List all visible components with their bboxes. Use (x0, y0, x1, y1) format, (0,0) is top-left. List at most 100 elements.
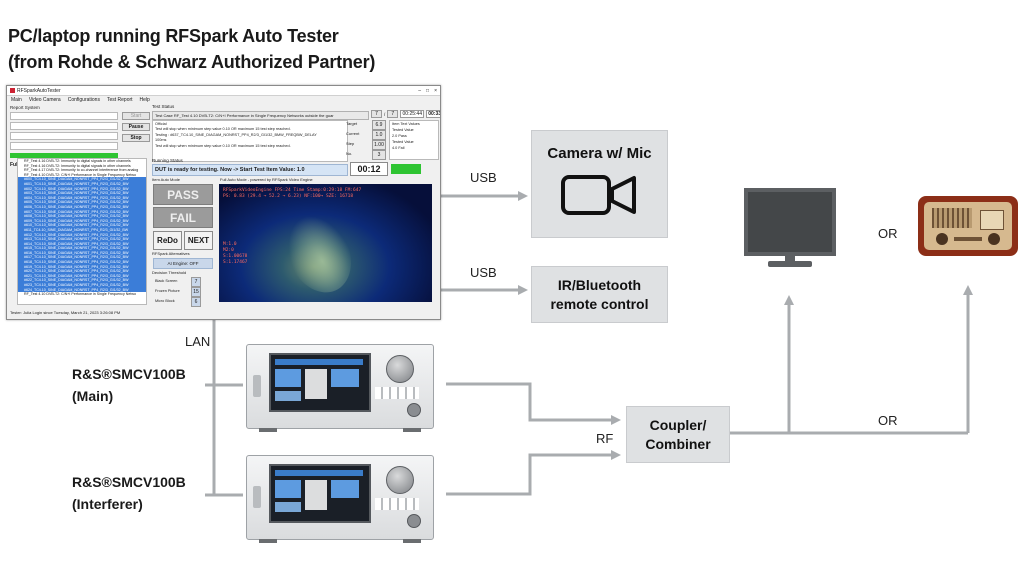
status-log: Official Test will stop when minimum ste… (152, 120, 348, 162)
instrument-screen (269, 353, 371, 412)
coupler-box: Coupler/ Combiner (626, 406, 730, 463)
or-output-label: OR (878, 413, 898, 428)
tree-row[interactable]: #601_TC4.10_SINE_DIAGAM_NONRST_PP4_R2/3_… (18, 181, 146, 187)
tree-row[interactable]: #612_TC4.10_SINE_DIAGAM_NONRST_PP4_R2/3_… (18, 232, 146, 238)
usb-remote-label: USB (470, 265, 497, 280)
item-values-box: Item Text Values Tested Value 2.0 Pass T… (389, 120, 439, 160)
tree-row[interactable]: RF_Test 4.10 DVB-T2: C/N+I Performance i… (24, 292, 136, 297)
report-field-2[interactable] (10, 122, 118, 130)
rf-main-wire (446, 382, 621, 425)
video-stat: M2:0 (223, 248, 234, 253)
tree-row[interactable]: #616_TC4.10_SINE_DIAGAM_NONRST_PP4_R2/3_… (18, 250, 146, 256)
tree-row[interactable]: #610_TC4.10_SINE_DIAGAM_NONRST_PP4_R2/3_… (18, 223, 146, 228)
menu-main[interactable]: Main (11, 96, 22, 103)
tree-row[interactable]: #617_TC4.10_SINE_DIAGAM_NONRST_PP4_R2/3_… (18, 255, 146, 261)
report-field-4[interactable] (10, 142, 118, 150)
item-value-line: 2.0 Pass (392, 134, 407, 138)
remote-box: IR/Bluetooth remote control (531, 266, 668, 323)
tree-row[interactable]: #607_TC4.10_SINE_DIAGAM_NONRST_PP4_R2/3_… (18, 209, 146, 215)
maximize-icon[interactable]: □ (426, 87, 430, 94)
tree-row[interactable]: #621_TC4.10_SINE_DIAGAM_NONRST_PP4_R2/3_… (18, 273, 146, 279)
fail-button[interactable]: FAIL (153, 207, 213, 228)
decision-row-value[interactable]: 7 (191, 277, 201, 287)
counter-total: 7 (387, 110, 399, 118)
counter-separator: / (384, 111, 386, 117)
start-button[interactable]: Start (122, 112, 150, 120)
tree-row[interactable]: #611_TC4.10_SINE_DIAGAM_NONRST_PP4_R2/3_… (18, 227, 146, 233)
tree-row[interactable]: #614_TC4.10_SINE_DIAGAM_NONRST_PP4_R2/3_… (18, 241, 146, 247)
tree-row[interactable]: #615_TC4.10_SINE_DIAGAM_NONRST_PP4_R2/3_… (18, 246, 146, 251)
rotary-knob (386, 355, 414, 383)
monitor-icon (744, 188, 836, 273)
test-status-label: Test Status (152, 104, 175, 109)
video-label: Full Auto Mode - powered by RFSpark Vide… (220, 177, 313, 182)
status-line: 100ms (155, 138, 167, 143)
status-line: Test will stop when minimum step value 0… (155, 143, 291, 148)
tree-row[interactable]: #606_TC4.10_SINE_DIAGAM_NONRST_PP4_R2/3_… (18, 204, 146, 210)
no-label: No. (346, 151, 353, 156)
report-field-1[interactable] (10, 112, 118, 120)
status-line: Official (155, 122, 167, 126)
rotary-knob (386, 466, 414, 494)
tree-row[interactable]: #623_TC4.10_SINE_DIAGAM_NONRST_PP4_R2/3_… (18, 283, 146, 288)
minimize-icon[interactable]: – (418, 87, 422, 94)
remote-label-2: remote control (550, 295, 649, 312)
target-value: 6.9 (372, 120, 386, 130)
current-value: 1.0 (372, 130, 386, 140)
alternatives-label: RFSpark Alternatives (152, 251, 190, 256)
main-instrument-role: (Main) (72, 388, 114, 404)
test-case-field: Test Case RF_Test 4.10 DVB-T2: C/N+I Per… (152, 111, 369, 120)
item-value-line: Item Text Values (392, 122, 420, 126)
tree-row[interactable]: #602_TC4.10_SINE_DIAGAM_NONRST_PP4_R2/3_… (18, 186, 146, 192)
title-line-2: (from Rohde & Schwarz Authorized Partner… (8, 52, 376, 72)
stop-button[interactable]: Stop (122, 134, 150, 142)
tree-row[interactable]: #619_TC4.10_SINE_DIAGAM_NONRST_PP4_R2/3_… (18, 264, 146, 270)
tree-row[interactable]: #618_TC4.10_SINE_DIAGAM_NONRST_PP4_R2/3_… (18, 260, 146, 265)
next-button[interactable]: NEXT (184, 231, 213, 250)
running-status-label: Running Status (152, 158, 183, 163)
tree-row[interactable]: RF_Test 4.17 DVB-T2: Immunity to co-chan… (24, 168, 139, 173)
pause-button[interactable]: Pause (122, 123, 150, 131)
status-footer: Tester: Julia Login since Tuesday, March… (10, 310, 121, 315)
close-icon[interactable]: × (434, 87, 437, 94)
usb-camera-label: USB (470, 170, 497, 185)
tree-row[interactable]: #605_TC4.10_SINE_DIAGAM_NONRST_PP4_R2/3_… (18, 200, 146, 205)
video-preview: RFSparkVideoEngine FPS:24 Time Stamp:0:2… (219, 184, 432, 302)
menu-video-camera[interactable]: Video Camera (28, 96, 61, 103)
tree-row[interactable]: #604_TC4.10_SINE_DIAGAM_NONRST_PP4_R2/3_… (18, 195, 146, 201)
tree-row[interactable]: #622_TC4.10_SINE_DIAGAM_NONRST_PP4_R2/3_… (18, 278, 146, 284)
video-stat: M:1.0 (223, 242, 237, 247)
pass-button[interactable]: PASS (153, 184, 213, 205)
tree-row[interactable]: #620_TC4.10_SINE_DIAGAM_NONRST_PP4_R2/3_… (18, 269, 146, 274)
tree-row[interactable]: #613_TC4.10_SINE_DIAGAM_NONRST_PP4_R2/3_… (18, 237, 146, 242)
or-display-label: OR (878, 226, 898, 241)
report-field-3[interactable] (10, 132, 118, 140)
video-overlay-line: PS: 0.83 (29.4 → 52.2 → 6.23) NF:100→ SZ… (223, 194, 354, 199)
menu-help[interactable]: Help (139, 96, 150, 103)
window-titlebar: RFSparkAutoTester – □ × (7, 86, 440, 96)
tree-row[interactable]: RF_Test 4.16 DVB-T2: Immunity to digital… (24, 159, 131, 163)
decision-label: Decision Threshold (152, 270, 187, 275)
tree-row[interactable]: RF_Test 4.16 DVB-T2: Immunity to digital… (24, 163, 131, 168)
menu-configurations[interactable]: Configurations (67, 96, 100, 103)
menu-test-report[interactable]: Test Report (106, 96, 133, 103)
report-system-label: Report System (10, 105, 40, 110)
redo-button[interactable]: ReDo (153, 231, 182, 250)
tree-row[interactable]: #624_TC4.10_SINE_DIAGAM_NONRST_PP4_R2/3_… (18, 287, 146, 293)
timer-display: 00:12 (350, 162, 388, 176)
tree-row[interactable]: #608_TC4.10_SINE_DIAGAM_NONRST_PP4_R2/3_… (18, 214, 146, 219)
title-line-1: PC/laptop running RFSpark Auto Tester (8, 26, 339, 46)
status-indicator (391, 164, 421, 174)
camera-box: Camera w/ Mic (531, 130, 668, 238)
tree-row[interactable]: #609_TC4.10_SINE_DIAGAM_NONRST_PP4_R2/3_… (18, 218, 146, 224)
tree-row[interactable]: #600_TC4.10_SINE_DIAGAM_NONRST_PP4_R2/3_… (18, 177, 146, 182)
decision-row-value[interactable]: 15 (191, 287, 201, 297)
left-panel: Report System Start Pause Stop Full Auto (10, 105, 150, 313)
tree-row[interactable]: RF_Test 4.10 DVB-T2: C/N+I Performance i… (24, 172, 136, 177)
video-subject (274, 205, 364, 302)
decision-row-value[interactable]: 6 (191, 297, 201, 307)
tree-row[interactable]: #603_TC4.10_SINE_DIAGAM_NONRST_PP4_R2/3_… (18, 191, 146, 196)
test-tree[interactable]: RF_Test 4.16 DVB-T2: Immunity to digital… (17, 158, 147, 305)
ai-engine-button[interactable]: AI Engine: OFF (153, 258, 213, 269)
